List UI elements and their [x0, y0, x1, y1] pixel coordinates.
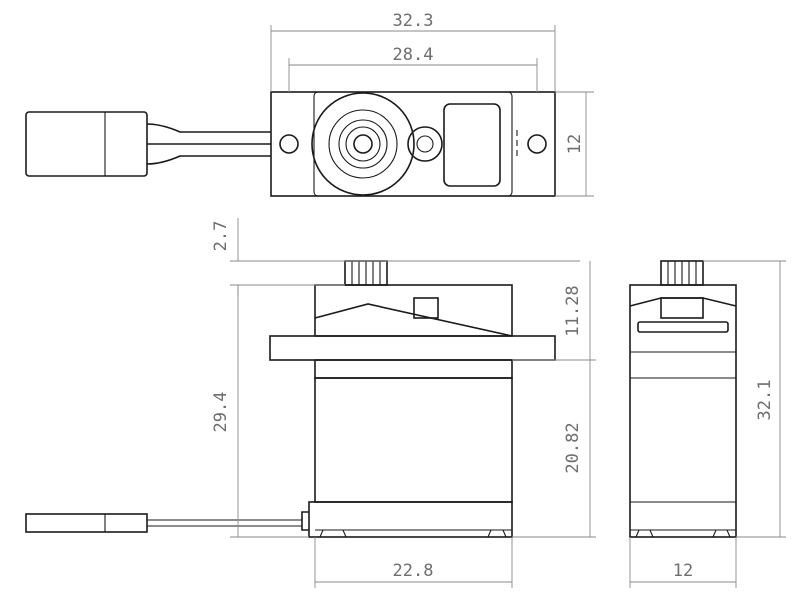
output-horn-ring: [328, 109, 398, 179]
side-upper-contour: [629, 297, 737, 307]
side-flange-slot: [637, 321, 729, 333]
idler-boss-front: [413, 297, 439, 319]
mounting-hole-left: [279, 134, 299, 154]
dim-side-width: 12: [673, 561, 693, 581]
lower-case-front: [314, 377, 513, 503]
middle-case-front: [314, 359, 513, 379]
side-view-dimensions: 32.1 12: [629, 260, 786, 588]
mounting-flange: [269, 335, 556, 361]
side-bottom-feet: [635, 529, 731, 538]
top-view-dimensions: 32.3 28.4 12: [270, 11, 594, 197]
top-view-case: [313, 91, 513, 197]
dim-spline-height: 2.7: [211, 221, 231, 252]
idler-boss: [407, 126, 443, 162]
idler-boss-center: [416, 135, 434, 153]
dim-body-height: 29.4: [211, 392, 231, 433]
output-spline-outer: [338, 119, 388, 169]
output-spline-center: [353, 134, 373, 154]
side-case: [629, 284, 737, 538]
connector-front: [25, 513, 148, 533]
output-horn-outer: [311, 92, 415, 196]
label-window: [443, 103, 501, 187]
connector-top: [25, 111, 148, 177]
dim-body-width: 22.8: [393, 561, 434, 581]
bottom-cover-front: [308, 501, 513, 538]
dim-top-depth: 12: [565, 134, 585, 154]
lead-wires-top: [146, 123, 271, 165]
bottom-feet: [319, 529, 507, 538]
front-view-dimensions: 2.7 29.4 11.28 20.82 22.8: [211, 218, 596, 588]
dim-top-hole-spacing: 28.4: [393, 45, 434, 65]
dim-side-height: 32.1: [755, 380, 775, 421]
dim-upper-height: 11.28: [563, 285, 583, 336]
front-view: [25, 260, 556, 538]
upper-case-chamfer: [314, 303, 513, 337]
mounting-hole-right: [527, 134, 547, 154]
output-spline-inner: [345, 126, 381, 162]
cable-grommet: [301, 511, 309, 531]
dim-lower-height: 20.82: [563, 422, 583, 473]
lead-wires-front: [147, 519, 302, 527]
side-boss: [660, 297, 704, 319]
top-view: [25, 91, 556, 197]
side-view: [629, 260, 737, 538]
dim-top-overall-width: 32.3: [393, 11, 434, 31]
